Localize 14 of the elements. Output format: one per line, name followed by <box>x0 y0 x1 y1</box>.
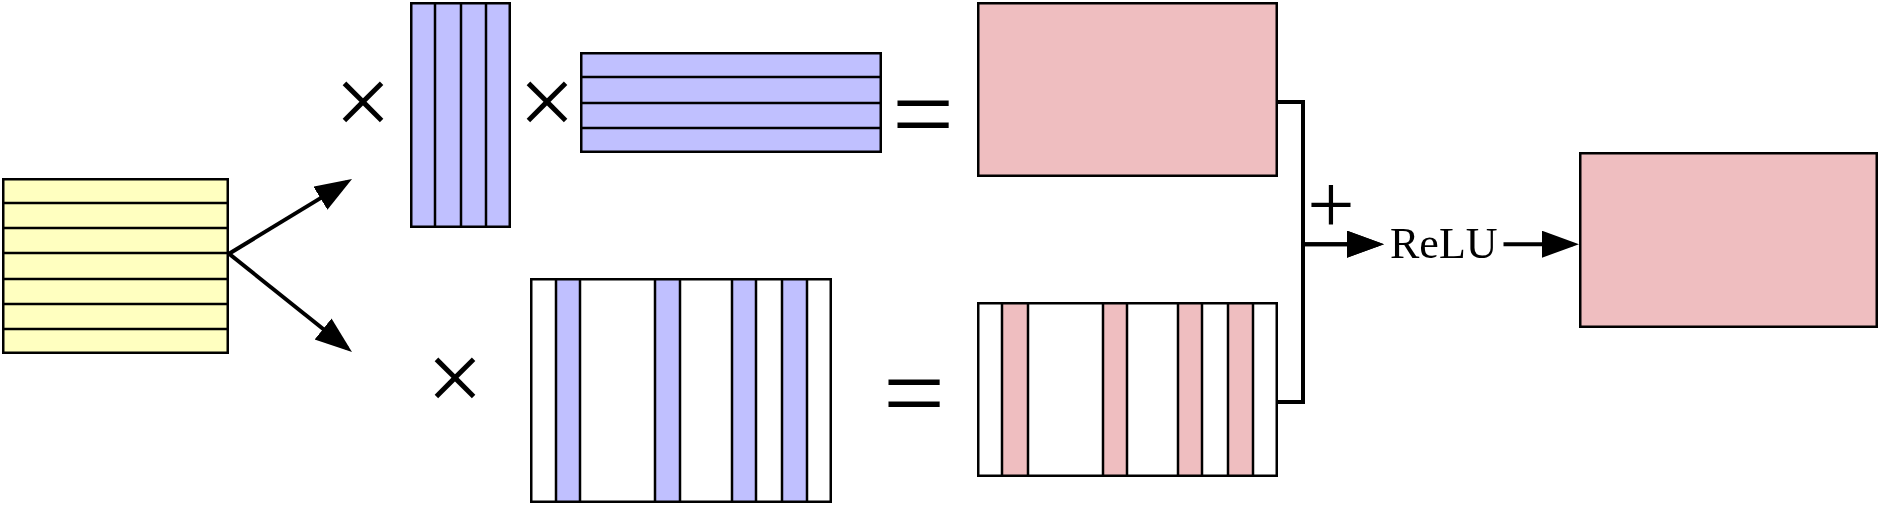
multiply-sign: × <box>518 71 576 133</box>
plus-sign: + <box>1307 178 1355 232</box>
row-striped-matrix <box>2 178 229 354</box>
multiply-sign: × <box>334 71 392 133</box>
filled-matrix <box>1579 152 1878 328</box>
equals-sign: = <box>883 358 945 428</box>
row-striped-matrix <box>580 52 882 153</box>
column-striped-matrix <box>410 2 511 228</box>
equals-sign: = <box>892 79 954 149</box>
arrow <box>1503 230 1579 258</box>
filled-matrix <box>977 2 1278 177</box>
operation-label: ReLU <box>1384 220 1504 269</box>
arrow <box>1278 230 1384 404</box>
multiply-sign: × <box>426 347 484 409</box>
